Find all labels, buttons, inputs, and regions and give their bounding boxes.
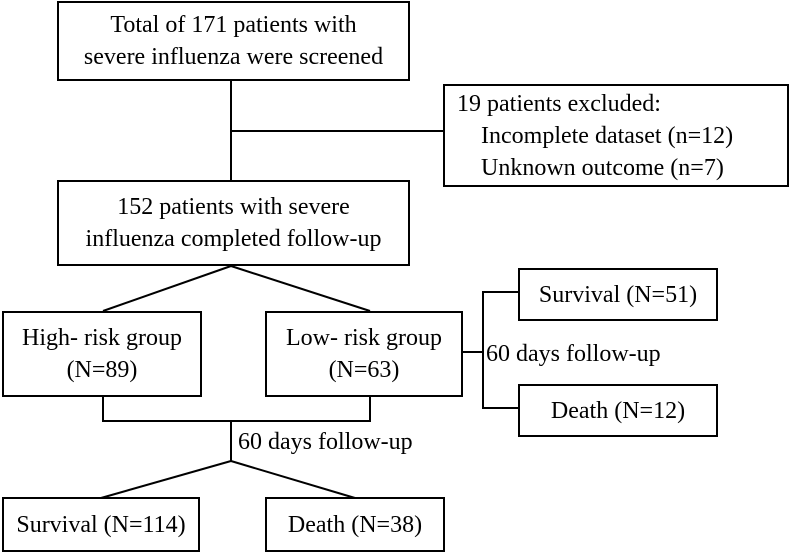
high-risk-count: (N=89) [66, 357, 138, 383]
low-risk-survival-box: Survival (N=51) [518, 268, 718, 321]
low-risk-label: Low- risk group [286, 325, 442, 351]
screened-box: Total of 171 patients with severe influe… [57, 1, 410, 81]
excluded-reason-incomplete: Incomplete dataset (n=12) [481, 122, 734, 149]
screened-line2: severe influenza were screened [83, 44, 384, 70]
high-risk-box: High- risk group (N=89) [2, 311, 202, 397]
total-survival-text: Survival (N=114) [16, 511, 186, 538]
high-risk-label: High- risk group [22, 325, 182, 351]
followup-line2: influenza completed follow-up [85, 226, 382, 252]
connector-to-total-death [230, 460, 356, 499]
excluded-title: 19 patients excluded: [457, 90, 661, 117]
low-risk-death-text: Death (N=12) [550, 397, 686, 424]
connector-to-total-survival [100, 460, 232, 499]
screened-line1: Total of 171 patients with [110, 12, 357, 38]
low-risk-death-box: Death (N=12) [518, 384, 718, 437]
connector-risk-bracket [102, 397, 371, 422]
followup-box: 152 patients with severe influenza compl… [57, 180, 410, 266]
low-risk-followup-label: 60 days follow-up [486, 340, 661, 368]
excluded-box: 19 patients excluded: Incomplete dataset… [443, 84, 789, 187]
excluded-reason-unknown: Unknown outcome (n=7) [481, 154, 724, 181]
connector-followup-to-low [230, 265, 371, 312]
total-survival-box: Survival (N=114) [2, 497, 200, 552]
total-death-text: Death (N=38) [287, 511, 423, 538]
connector-followup-to-high [102, 265, 232, 312]
total-followup-label: 60 days follow-up [238, 428, 413, 456]
low-risk-box: Low- risk group (N=63) [265, 311, 463, 397]
connector-low-outcomes-bracket [482, 291, 519, 409]
low-risk-survival-text: Survival (N=51) [538, 281, 698, 308]
total-death-box: Death (N=38) [265, 497, 445, 552]
followup-line1: 152 patients with severe [117, 194, 350, 220]
low-risk-count: (N=63) [328, 357, 400, 383]
